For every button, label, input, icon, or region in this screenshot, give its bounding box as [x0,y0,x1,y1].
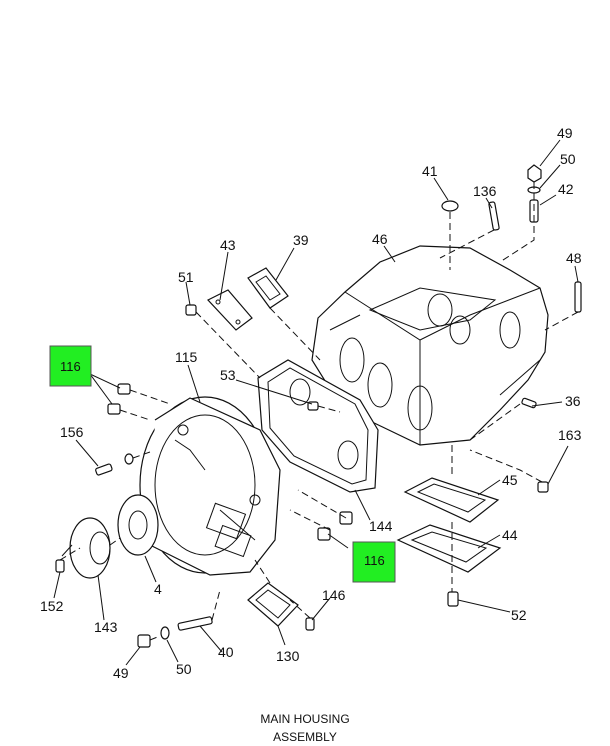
callout-49-bottom: 49 [113,665,129,681]
pin-48-part [574,281,582,313]
bolt-152-part [55,559,65,573]
callout-39: 39 [293,232,309,248]
callout-136: 136 [473,183,497,199]
callout-116-left: 116 [60,359,81,374]
callout-144: 144 [369,518,393,534]
cover-130-part [247,582,299,627]
bolt-52-part [447,591,459,607]
callout-36: 36 [565,393,581,409]
callout-4: 4 [154,581,162,597]
cover-44-part [396,524,502,573]
callout-40: 40 [218,644,234,660]
callout-50-bottom: 50 [176,661,192,677]
nut-49-bottom-part [137,634,151,648]
callout-152: 152 [40,598,64,614]
callout-53: 53 [220,367,236,383]
dowel-116-left-part [107,383,131,415]
callout-44: 44 [502,527,518,543]
callout-130: 130 [276,648,300,664]
plug-41-part [441,200,459,212]
callout-116-left-highlight[interactable] [49,345,92,387]
callout-116-right: 116 [364,553,385,568]
bolt-51-part [185,304,197,316]
assembly-lines [59,182,579,641]
diagram-title-line2: ASSEMBLY [273,730,337,744]
screw-36-part [521,397,537,409]
callout-146: 146 [322,587,346,603]
gasket-part [257,359,379,493]
pin-136-part [488,201,500,231]
callout-163: 163 [558,427,582,443]
callout-41: 41 [422,163,438,179]
callout-labels: 49 50 42 41 136 46 48 43 39 51 36 163 11… [40,125,582,681]
callout-45: 45 [502,472,518,488]
leader-lines [53,139,579,666]
callout-48: 48 [566,250,582,266]
callout-42: 42 [558,181,574,197]
callout-49-top: 49 [557,125,573,141]
cover-43-part [207,289,253,331]
bolt-156-part [95,453,134,476]
callout-143: 143 [94,619,118,635]
callout-115: 115 [175,349,198,365]
callout-116-right-highlight[interactable] [352,541,396,583]
callout-46: 46 [372,231,388,247]
callout-51: 51 [178,269,194,285]
retainer-4-part [117,494,159,556]
stud-40-part [177,616,213,631]
callout-52: 52 [511,607,527,623]
diagram-title-line1: MAIN HOUSING [260,712,350,726]
bell-housing-part [139,396,281,576]
bolt-163-part [537,481,549,493]
callout-43: 43 [220,237,236,253]
callout-156: 156 [60,424,84,440]
bolt-49-top-part [527,164,542,183]
dowel-116-right-part [317,511,353,541]
main-housing-part [311,245,549,446]
cover-45-part [403,477,500,523]
callout-50-top: 50 [560,151,576,167]
washer-50-bottom-part [160,626,170,640]
retainer-143-part [61,517,111,579]
cover-39-part [247,267,289,309]
